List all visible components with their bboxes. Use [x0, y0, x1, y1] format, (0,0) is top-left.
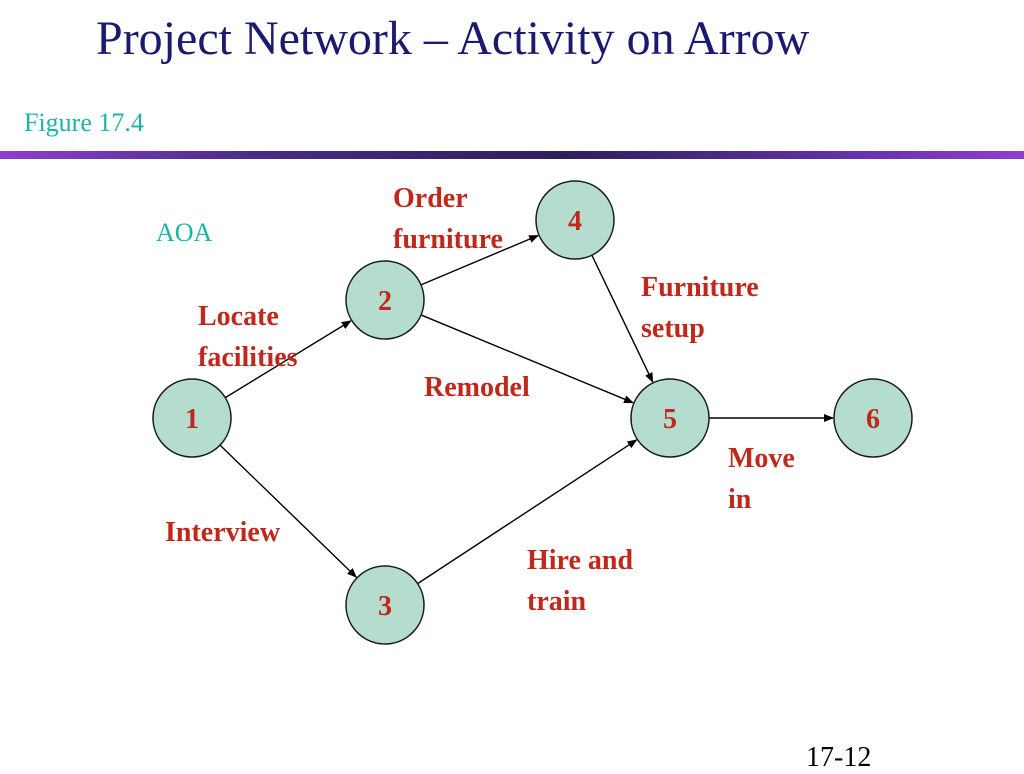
node-3: 3	[345, 565, 425, 645]
node-number: 3	[378, 591, 392, 622]
title-divider	[0, 151, 1024, 159]
slide-title: Project Network – Activity on Arrow	[96, 12, 810, 65]
node-2: 2	[345, 260, 425, 340]
node-circle	[630, 378, 710, 458]
node-number: 4	[568, 206, 582, 237]
arrow-2-to-4	[420, 234, 540, 286]
activity-label-furniture-setup: Furniture setup	[641, 272, 759, 344]
node-number: 1	[185, 404, 199, 435]
activity-label-locate-facilities: Locate facilities	[198, 301, 298, 373]
arrow-4-to-5	[591, 254, 654, 383]
aoa-label: AOA	[156, 218, 213, 247]
node-circle	[345, 260, 425, 340]
node-number: 6	[866, 404, 880, 435]
node-6: 6	[833, 378, 913, 458]
page-number: 17-12	[806, 742, 872, 773]
figure-label: Figure 17.4	[24, 108, 144, 137]
activity-label-hire-and-train: Hire and train	[527, 545, 634, 617]
node-4: 4	[535, 180, 615, 260]
activity-label-interview: Interview	[165, 517, 281, 548]
node-circle	[833, 378, 913, 458]
node-circle	[535, 180, 615, 260]
node-circle	[345, 565, 425, 645]
activity-label-order-furniture: Order furniture	[393, 183, 503, 255]
arrow-2-to-5	[420, 314, 634, 404]
activity-label-move-in: Move in	[728, 443, 795, 515]
node-circle	[152, 378, 232, 458]
node-number: 2	[378, 286, 392, 317]
arrow-1-to-3	[219, 444, 357, 578]
node-number: 5	[663, 404, 677, 435]
node-5: 5	[630, 378, 710, 458]
activity-label-remodel: Remodel	[424, 372, 530, 403]
arrow-1-to-2	[224, 320, 352, 399]
arrow-3-to-5	[417, 439, 638, 585]
node-1: 1	[152, 378, 232, 458]
